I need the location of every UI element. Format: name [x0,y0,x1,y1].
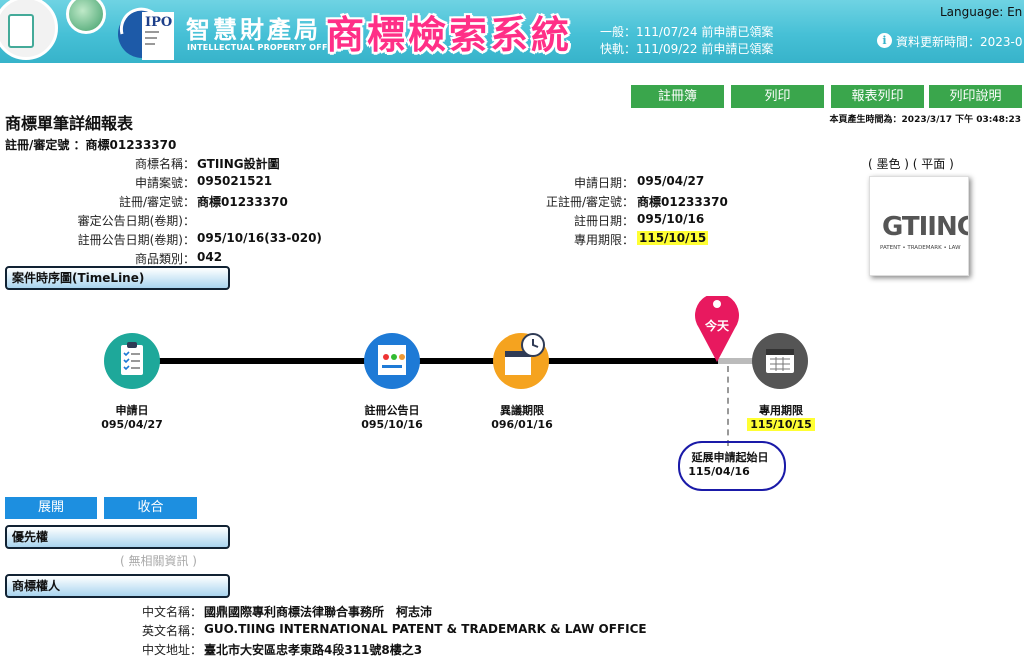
org-name-cn: 智慧財產局 [186,16,321,44]
field-label: 專用期限： [573,233,634,247]
ipo-logo-text: IPO [145,15,172,30]
owner-label: 中文地址： [141,643,202,657]
report-print-button[interactable]: 報表列印 [831,85,924,108]
event-date: 095/10/16 [361,418,423,431]
org-name-en: INTELLECTUAL PROPERTY OFFICE [187,43,343,52]
info-icon: i [877,33,892,48]
header-decoration-icon [8,14,34,48]
extension-dashed-line [727,366,729,446]
timeline-future-bar [718,358,780,364]
field-label: 申請案號： [134,176,195,190]
owner-value-cn-address: 臺北市大安區忠孝東路4段311號8樓之3 [204,643,423,657]
today-marker-icon [695,296,739,362]
owner-label: 中文名稱： [141,605,202,619]
section-timeline-header[interactable]: 案件時序圖(TimeLine) [5,266,230,290]
trademark-image[interactable]: GTIING PATENT • TRADEMARK • LAW [869,176,978,276]
owner-label: 英文名稱： [141,624,202,638]
extension-annotation [678,441,786,491]
today-label: 今天 [704,319,729,333]
opposition-deadline-icon [493,333,549,389]
globe-icon [66,0,106,34]
report-title: 商標單筆詳細報表 [5,114,134,133]
field-label: 商標名稱： [134,157,195,171]
field-value-application-no: 095021521 [197,174,273,188]
general-status: 一般：111/07/24 前申請已領案 [600,25,774,39]
application-date-icon [104,333,160,389]
trademark-logo-text: GTIING [882,212,968,242]
extension-name: 延展申請起始日 [691,451,769,464]
reg-publication-icon [364,333,420,389]
field-label: 註冊日期： [573,214,634,228]
owner-value-cn-name: 國鼎國際專利商標法律聯合事務所 柯志沛 [204,605,433,619]
trademark-logo-icon: GTIING PATENT • TRADEMARK • LAW [880,212,978,251]
field-value-reg-no: 商標01233370 [197,195,288,209]
field-label: 審定公告日期(卷期)： [77,214,195,228]
site-header: IPO 智慧財產局 INTELLECTUAL PROPERTY OFFICE 商… [0,0,1024,63]
section-owner-header[interactable]: 商標權人 [5,574,230,598]
field-label: 申請日期： [573,176,634,190]
event-name: 註冊公告日 [364,404,420,417]
register-book-button[interactable]: 註冊簿 [631,85,724,108]
language-value[interactable]: En [1007,5,1023,19]
event-name: 專用期限 [759,404,803,417]
field-value-class: 042 [197,250,223,264]
field-value-main-reg-no: 商標01233370 [637,195,728,209]
event-date: 095/04/27 [101,418,163,431]
field-value-application-date: 095/04/27 [637,174,705,188]
event-date: 096/01/16 [491,418,553,431]
field-value-trademark-name: GTIING設計圖 [197,157,280,171]
trademark-logo-sub: PATENT • TRADEMARK • LAW [880,245,961,251]
language-selector[interactable]: Language: En [940,5,1022,19]
fast-status: 快軌：111/09/22 前申請已領案 [600,42,774,56]
event-date: 115/10/15 [747,418,815,431]
field-value-reg-date: 095/10/16 [637,212,705,226]
field-value-reg-pub-date: 095/10/16(33-020) [197,231,322,245]
field-value-expiry: 115/10/15 [637,231,709,245]
timeline-bar [133,358,718,364]
ipo-logo-icon: IPO [118,7,174,60]
collapse-button[interactable]: 收合 [104,497,197,519]
print-help-button[interactable]: 列印說明 [929,85,1022,108]
print-button[interactable]: 列印 [731,85,824,108]
image-caption: ( 墨色 ) ( 平面 ) [868,157,954,171]
data-update-time: 資料更新時間：2023-0 [896,35,1023,49]
owner-value-en-name: GUO.TIING INTERNATIONAL PATENT & TRADEMA… [204,622,647,636]
event-name: 異議期限 [500,404,544,417]
language-label: Language: [940,5,1004,19]
section-priority-header[interactable]: 優先權 [5,525,230,549]
priority-empty-text: ( 無相關資訊 ) [120,554,197,568]
extension-date: 115/04/16 [688,465,750,478]
field-label: 註冊/審定號： [118,195,195,209]
field-label: 正註冊/審定號： [545,195,634,209]
field-label: 商品類別： [134,252,195,266]
expand-button[interactable]: 展開 [5,497,97,519]
event-name: 申請日 [115,404,149,417]
expiry-date-icon [752,333,808,389]
report-reg-no: 註冊/審定號 ：商標01233370 [5,138,177,152]
page-generated-time: 本頁產生時間為：2023/3/17 下午 03:48:23 [829,115,1021,125]
system-title: 商標檢索系統 [326,13,573,57]
field-label: 註冊公告日期(卷期)： [77,233,195,247]
